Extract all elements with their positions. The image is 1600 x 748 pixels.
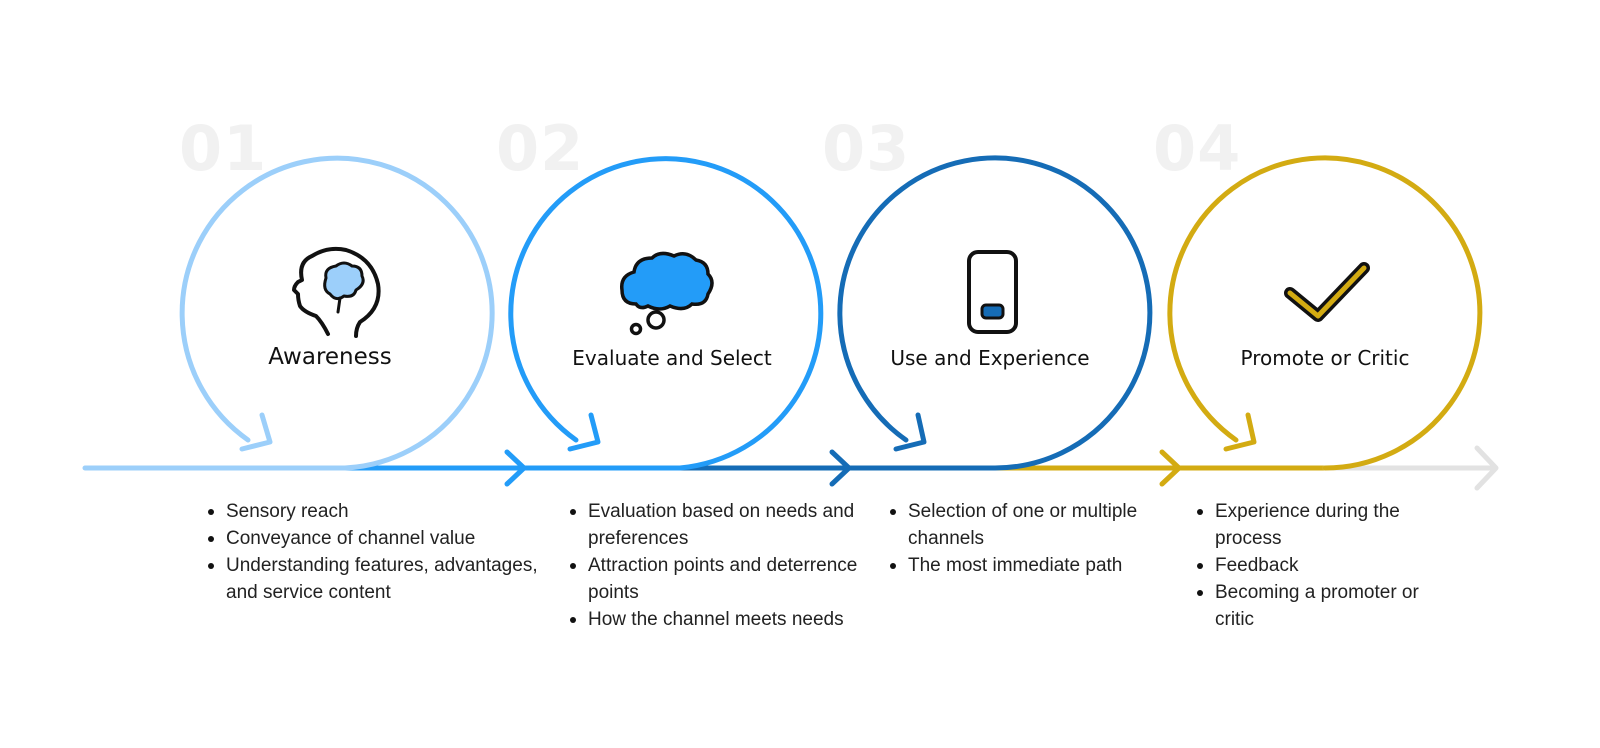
stage-title-3: Use and Experience xyxy=(890,346,1090,370)
list-item: Feedback xyxy=(1195,552,1445,579)
stage-bullets-4: Experience during the process Feedback B… xyxy=(1195,498,1445,633)
loop-1 xyxy=(179,155,495,471)
loop-2 xyxy=(508,156,824,471)
list-item: Attraction points and deterrence points xyxy=(568,552,858,606)
stage-title-2: Evaluate and Select xyxy=(572,346,772,370)
list-item: Evaluation based on needs and preference… xyxy=(568,498,858,552)
track-chevron-2 xyxy=(829,449,852,487)
list-item: The most immediate path xyxy=(888,552,1148,579)
thought-cloud-icon xyxy=(620,251,714,336)
stage-title-4: Promote or Critic xyxy=(1240,346,1410,370)
list-item: Understanding features, advantages, and … xyxy=(206,552,546,606)
list-item: How the channel meets needs xyxy=(568,606,858,633)
loop-arrowhead-4 xyxy=(1223,412,1257,452)
stage-number-1: 01 xyxy=(179,112,268,185)
track-chevron-end xyxy=(1474,445,1499,491)
stage-title-1: Awareness xyxy=(268,344,392,370)
stage-number-2: 02 xyxy=(496,112,585,185)
phone-icon xyxy=(967,250,1018,334)
loop-arrowhead-2 xyxy=(567,412,601,452)
stage-bullets-2: Evaluation based on needs and preference… xyxy=(568,498,858,633)
stage-number-3: 03 xyxy=(822,112,911,185)
list-item: Experience during the process xyxy=(1195,498,1445,552)
checkmark-icon xyxy=(1284,262,1370,322)
loop-arrowhead-1 xyxy=(239,412,273,452)
stage-bullets-1: Sensory reach Conveyance of channel valu… xyxy=(206,498,546,606)
list-item: Becoming a promoter or critic xyxy=(1195,579,1445,633)
stage-number-4: 04 xyxy=(1153,112,1242,185)
head-brain-icon xyxy=(292,246,381,338)
list-item: Conveyance of channel value xyxy=(206,525,546,552)
stage-bullets-3: Selection of one or multiple channels Th… xyxy=(888,498,1148,579)
loop-3 xyxy=(837,155,1153,471)
track-chevron-1 xyxy=(504,449,527,487)
loop-arrowhead-3 xyxy=(893,412,927,452)
list-item: Sensory reach xyxy=(206,498,546,525)
list-item: Selection of one or multiple channels xyxy=(888,498,1148,552)
loop-4 xyxy=(1167,155,1483,471)
track-chevron-3 xyxy=(1159,449,1182,487)
